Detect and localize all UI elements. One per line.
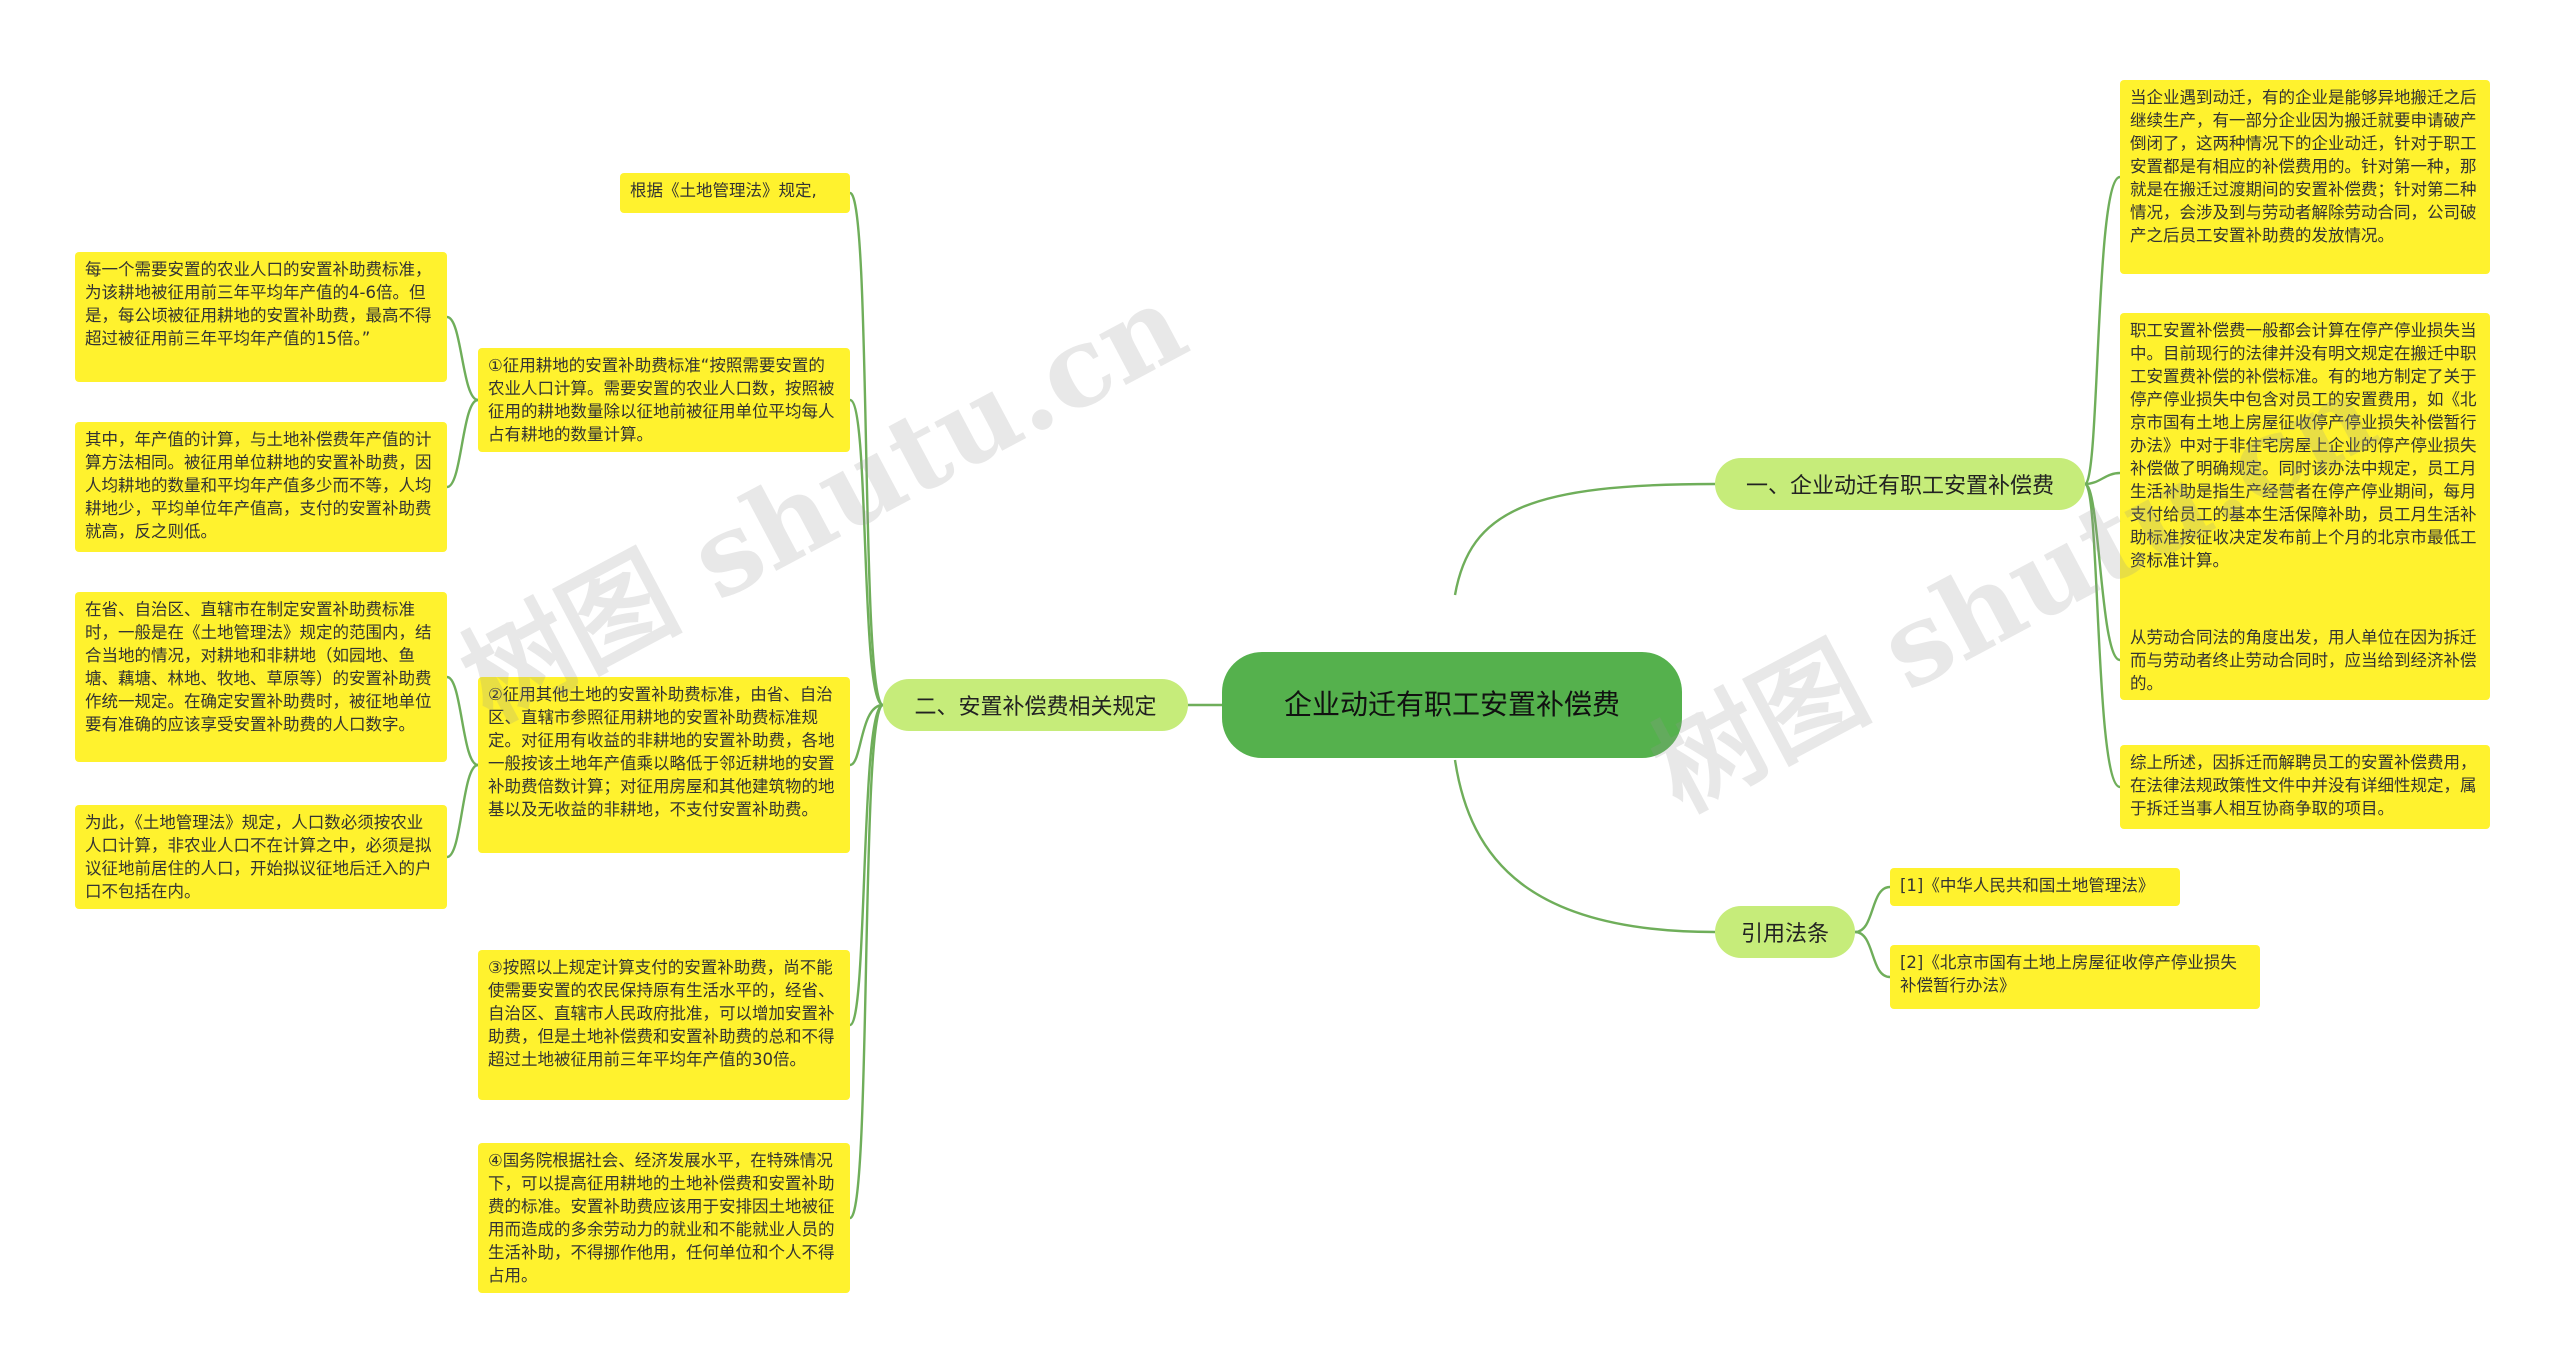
- edge-b1-r4: [2083, 482, 2121, 789]
- note-additional-subsidy[interactable]: ③按照以上规定计算支付的安置补助费，尚不能使需要安置的农民保持原有生活水平的，经…: [478, 950, 850, 1100]
- edge-b3-m1: [848, 398, 884, 707]
- note-arable-land-standard[interactable]: ①征用耕地的安置补助费标准“按照需要安置的农业人口计算。需要安置的农业人口数，按…: [478, 348, 850, 452]
- law-beijing-measures[interactable]: [2]《北京市国有土地上房屋征收停产停业损失补偿暂行办法》: [1890, 945, 2260, 1009]
- note-compensation-standard[interactable]: 职工安置补偿费一般都会计算在停产停业损失当中。目前现行的法律并没有明文规定在搬迁…: [2120, 313, 2490, 633]
- note-land-law-intro[interactable]: 根据《土地管理法》规定,: [620, 173, 850, 213]
- branch-cited-laws[interactable]: 引用法条: [1715, 906, 1855, 958]
- note-summary[interactable]: 综上所述，因拆迁而解聘员工的安置补偿费用，在法律法规政策性文件中并没有详细性规定…: [2120, 745, 2490, 829]
- edge-root-b2: [1453, 759, 1716, 934]
- note-provincial-rules[interactable]: 在省、自治区、直辖市在制定安置补助费标准时，一般是在《土地管理法》规定的范围内，…: [75, 592, 447, 762]
- note-state-council[interactable]: ④国务院根据社会、经济发展水平，在特殊情况下，可以提高征用耕地的土地补偿费和安置…: [478, 1143, 850, 1293]
- root-topic[interactable]: 企业动迁有职工安置补偿费: [1222, 652, 1682, 758]
- note-population-count[interactable]: 为此，《土地管理法》规定，人口数必须按农业人口计算，非农业人口不在计算之中，必须…: [75, 805, 447, 909]
- note-labor-contract-law[interactable]: 从劳动合同法的角度出发，用人单位在因为拆迁而与劳动者终止劳动合同时，应当给到经济…: [2120, 620, 2490, 700]
- edge-b3-m0: [848, 191, 885, 707]
- note-per-capita-standard[interactable]: 每一个需要安置的农业人口的安置补助费标准，为该耕地被征用前三年平均年产值的4-6…: [75, 252, 447, 382]
- branch-resettlement-rules[interactable]: 二、安置补偿费相关规定: [883, 679, 1188, 731]
- edge-b1-r2: [2084, 471, 2121, 486]
- edge-m1-l2: [446, 398, 479, 489]
- branch-label: 二、安置补偿费相关规定: [914, 695, 1157, 720]
- note-other-land-standard[interactable]: ②征用其他土地的安置补助费标准，由省、自治区、直辖市参照征用耕地的安置补助费标准…: [478, 677, 850, 853]
- edge-root-b1: [1453, 482, 1716, 596]
- edge-m2-l3: [446, 675, 479, 767]
- note-relocation-overview[interactable]: 当企业遇到动迁，有的企业是能够异地搬迁之后继续生产，有一部分企业因为搬迁就要申请…: [2120, 80, 2490, 274]
- branch-label: 一、企业动迁有职工安置补偿费: [1745, 474, 2054, 499]
- branch-relocation-compensation[interactable]: 一、企业动迁有职工安置补偿费: [1715, 458, 2085, 510]
- edge-b3-m3: [848, 703, 884, 1027]
- edge-m1-l1: [446, 315, 479, 402]
- edge-m2-l4: [446, 763, 479, 859]
- law-land-management[interactable]: [1]《中华人民共和国土地管理法》: [1890, 868, 2180, 906]
- edge-b2-law1: [1854, 885, 1891, 934]
- edge-b3-m2: [849, 703, 884, 767]
- branch-label: 引用法条: [1740, 922, 1829, 947]
- edge-b1-r1: [2083, 175, 2121, 486]
- root-topic-label: 企业动迁有职工安置补偿费: [1283, 688, 1620, 721]
- edge-b1-r3: [2083, 482, 2121, 662]
- edge-b2-law2: [1854, 930, 1891, 979]
- note-annual-output-calc[interactable]: 其中，年产值的计算，与土地补偿费年产值的计算方法相同。被征用单位耕地的安置补助费…: [75, 422, 447, 552]
- edge-b3-m4: [848, 703, 885, 1220]
